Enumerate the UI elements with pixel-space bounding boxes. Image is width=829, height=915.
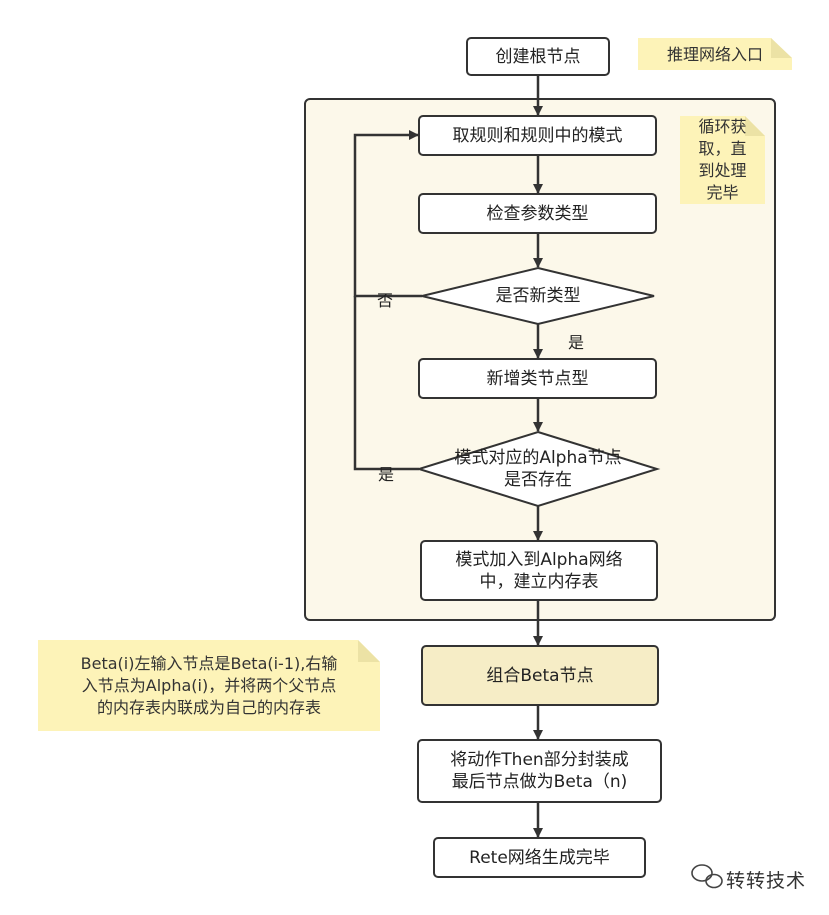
node-encapsulate — [417, 739, 662, 803]
decision-is-new-type-label: 是否新类型 — [495, 286, 581, 306]
loop-note-line2: 取，直 — [698, 139, 747, 158]
node-encapsulate-line1: 将动作Then部分封装成 — [450, 750, 629, 770]
node-add-type-label: 新增类节点型 — [486, 368, 589, 389]
loop-note-line1: 循环获 — [698, 117, 747, 136]
beta-note — [38, 640, 380, 731]
loop-note-line4: 完毕 — [706, 183, 739, 202]
loop-note-line3: 到处理 — [698, 161, 747, 180]
decision-alpha-exists-line1: 模式对应的Alpha节点 — [454, 448, 622, 468]
wechat-logo-icon — [691, 864, 723, 889]
edge-yes-loop-back — [353, 296, 419, 471]
beta-note-label: Beta(i)左输入节点是Beta(i-1),右输 入节点为Alpha(i)，并… — [40, 642, 378, 730]
node-add-to-alpha-line1: 模式加入到Alpha网络 — [455, 549, 623, 570]
loop-note-label: 循环获 取，直 到处理 完毕 — [680, 116, 765, 204]
loop-note — [680, 116, 765, 204]
watermark-text: 转转技术 — [726, 870, 807, 892]
node-create-root-label: 创建根节点 — [495, 46, 581, 67]
edge-label-no: 否 — [377, 291, 394, 310]
node-encapsulate-label: 将动作Then部分封装成 最后节点做为Beta（n) — [418, 740, 661, 802]
decision-alpha-exists-label: 模式对应的Alpha节点 是否存在 — [425, 446, 651, 492]
edge-label-yes-alpha: 是 — [378, 465, 395, 484]
node-combine-beta-label: 组合Beta节点 — [486, 665, 594, 686]
entry-note-label: 推理网络入口 — [666, 45, 763, 64]
node-check-types-label: 检查参数类型 — [486, 203, 589, 224]
node-encapsulate-line2: 最后节点做为Beta（n) — [451, 772, 628, 792]
edge-no-loop-back — [353, 130, 422, 298]
decision-alpha-exists-line2: 是否存在 — [504, 470, 572, 490]
entry-note — [638, 38, 792, 70]
node-add-to-alpha-label: 模式加入到Alpha网络 中，建立内存表 — [421, 541, 657, 600]
node-finish-label: Rete网络生成完毕 — [469, 847, 610, 868]
node-finish — [433, 837, 646, 878]
node-get-rules-label: 取规则和规则中的模式 — [452, 125, 623, 146]
node-add-to-alpha-line2: 中，建立内存表 — [479, 571, 599, 592]
beta-note-line2: 入节点为Alpha(i)，并将两个父节点 — [81, 676, 337, 695]
node-combine-beta — [421, 645, 659, 706]
beta-note-line3: 的内存表内联成为自己的内存表 — [96, 698, 321, 717]
beta-note-line1: Beta(i)左输入节点是Beta(i-1),右输 — [80, 654, 338, 673]
edge-label-yes-new: 是 — [568, 333, 585, 352]
